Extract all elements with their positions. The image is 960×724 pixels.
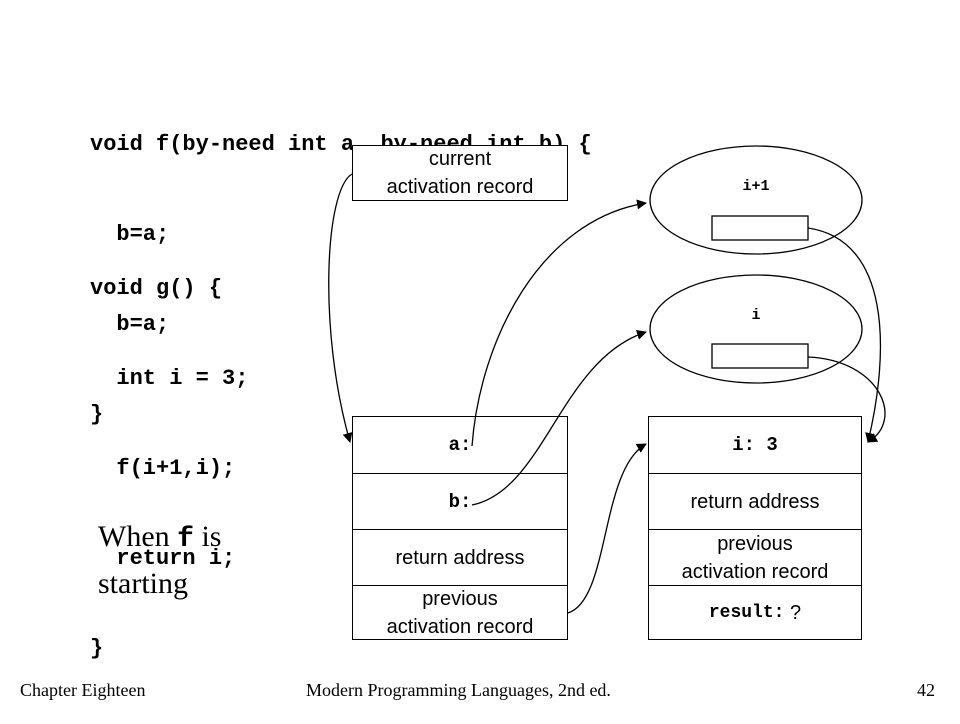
g-return-address-cell: return address	[649, 473, 861, 529]
code-block-g: void g() { int i = 3; f(i+1,i); return i…	[90, 214, 248, 724]
caption-keyword: f	[177, 524, 194, 555]
thunk-i-label: i	[751, 307, 760, 324]
caption-prefix: When	[98, 520, 178, 553]
g-result-cell: result: ?	[649, 585, 861, 639]
f-param-a-label: a:	[448, 434, 472, 456]
code-line: }	[90, 402, 104, 427]
f-return-address-cell: return address	[353, 529, 567, 585]
current-activation-record-label: current activation record	[353, 146, 567, 200]
g-local-i-label: i: 3	[732, 434, 778, 456]
code-line: }	[90, 636, 104, 661]
thunk-i-plus-1-value-slot	[711, 215, 809, 241]
code-line: return i;	[90, 546, 236, 571]
f-previous-ar-line1: previous	[422, 587, 498, 610]
f-param-b-label: b:	[448, 490, 472, 513]
arrow-thunk-i-plus-1-to-g-i	[807, 227, 882, 443]
footer-page-number: 42	[917, 680, 935, 700]
current-activation-record-box: current activation record	[352, 145, 568, 201]
footer-chapter: Chapter Eighteen	[20, 680, 146, 700]
caption: When f is starting	[98, 515, 221, 606]
thunk-i-value-slot	[711, 343, 809, 369]
g-result-label: result:	[708, 602, 785, 623]
footer-book-title: Modern Programming Languages, 2nd ed.	[306, 680, 611, 700]
g-return-address-label: return address	[690, 490, 820, 513]
f-return-address-label: return address	[395, 546, 525, 569]
current-ar-line2: activation record	[386, 176, 534, 198]
g-result-value: ?	[784, 601, 802, 624]
f-param-b-cell: b:	[353, 473, 567, 529]
g-local-i-cell: i: 3	[649, 417, 861, 473]
code-line: int i = 3;	[90, 366, 249, 391]
code-line: f(i+1,i);	[90, 456, 236, 481]
caption-line2: starting	[98, 567, 188, 600]
thunk-i-ellipse	[649, 274, 863, 384]
code-line: b=a;	[90, 222, 170, 247]
f-previous-ar-cell: previous activation record	[353, 585, 567, 639]
g-activation-record: i: 3 return address previous activation …	[648, 416, 862, 640]
f-activation-record: a: b: return address previous activation…	[352, 416, 568, 640]
g-previous-ar-line2: activation record	[681, 560, 829, 583]
code-line: b=a;	[90, 312, 170, 337]
f-previous-ar-line2: activation record	[386, 615, 534, 638]
caption-line1: When f is	[98, 515, 221, 562]
caption-suffix: is	[193, 520, 222, 553]
current-ar-line1: current	[428, 148, 492, 170]
code-line: void g() {	[90, 276, 223, 301]
g-previous-ar-cell: previous activation record	[649, 529, 861, 585]
f-param-a-cell: a:	[353, 417, 567, 473]
thunk-i-plus-1-ellipse	[649, 145, 863, 255]
thunk-i-plus-1-label: i+1	[742, 178, 769, 195]
g-previous-ar-line1: previous	[717, 532, 793, 555]
